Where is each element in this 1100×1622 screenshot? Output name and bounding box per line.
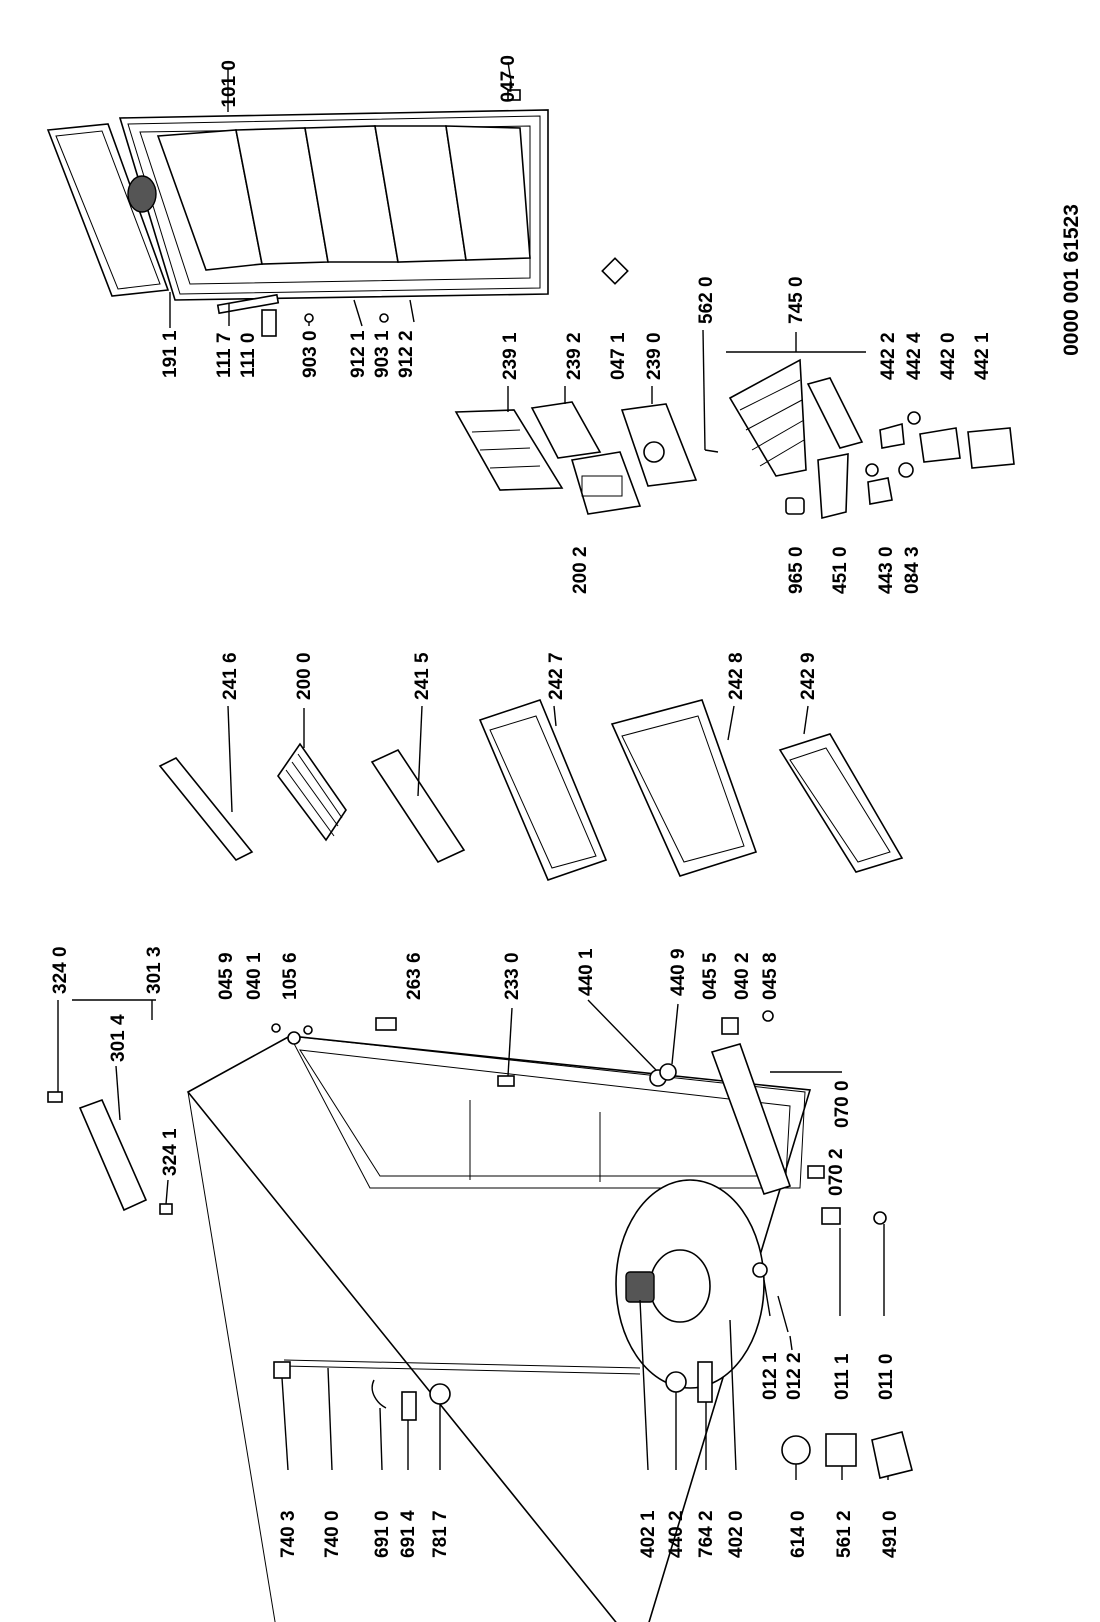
door-shelf-middle [370,748,466,864]
part-label: 011 0 [876,1354,897,1401]
part-label: 442 0 [938,332,959,380]
drawer-1 [478,699,608,881]
part-label: 442 2 [878,332,899,380]
part-label: 903 0 [300,330,321,378]
part-label: 402 1 [638,1510,659,1558]
part-label: 440 9 [668,948,689,996]
door-gasket [46,123,170,297]
part-label: 561 2 [834,1510,855,1558]
part-label: 239 0 [644,332,665,380]
part-label: 040 1 [244,952,265,1000]
part-label: 301 3 [144,946,165,994]
part-label: 440 2 [666,1510,687,1558]
fan-motor-bracket [601,257,698,487]
part-label: 781 7 [430,1510,451,1558]
part-label: 200 2 [570,546,591,594]
bottom-plinth [710,1043,842,1195]
top-cover-parts [47,999,173,1215]
part-label: 040 2 [732,952,753,1000]
part-label: 045 5 [700,952,721,1000]
part-label: 241 5 [412,652,433,700]
part-label: 691 4 [398,1510,419,1558]
part-label: 012 2 [784,1352,805,1400]
part-label: 239 1 [500,332,521,380]
part-label: 012 1 [760,1352,781,1400]
part-label: 070 0 [832,1080,853,1128]
part-label: 101 0 [219,60,240,108]
accessory-parts [273,1207,913,1479]
part-label: 562 0 [696,276,717,324]
part-label: 691 0 [372,1510,393,1558]
part-label: 764 2 [696,1510,717,1558]
part-label: 301 4 [108,1014,129,1062]
drawer-2 [610,699,758,877]
part-label: 047 0 [498,55,519,103]
part-label: 084 3 [902,546,923,594]
part-label: 242 7 [546,652,567,700]
part-label: 324 1 [160,1128,181,1176]
part-label: 912 1 [348,330,369,378]
part-label: 740 3 [278,1510,299,1558]
bottom-rail [283,1359,641,1375]
part-label: 242 9 [798,652,819,700]
wire-shelf [277,742,347,842]
part-label: 111 7 [214,333,235,378]
part-label: 239 2 [564,332,585,380]
sensor-wire [702,329,719,453]
part-label: 070 2 [826,1148,847,1196]
evaporator [726,351,866,477]
part-label: 442 4 [904,332,925,380]
compressor-detail [615,1179,789,1389]
part-label: 242 8 [726,652,747,700]
part-label: 740 0 [322,1510,343,1558]
drawer-3 [778,733,904,873]
part-label: 324 0 [50,946,71,994]
part-label: 614 0 [788,1510,809,1558]
door-assembly [118,109,549,301]
part-labels: 101 0 047 0 191 1 111 7 111 0 903 0 912 … [50,55,993,1558]
part-label: 745 0 [786,276,807,324]
part-label: 011 1 [832,1353,853,1400]
part-label: 047 1 [608,332,629,380]
part-label: 233 0 [502,952,523,1000]
hinge-small-parts [271,1010,774,1087]
part-label: 440 1 [576,948,597,996]
part-label: 045 8 [760,952,781,1000]
part-label: 443 0 [876,546,897,594]
door-hinge-parts [216,89,521,337]
part-label: 402 0 [726,1510,747,1558]
control-board [530,401,602,459]
part-label: 241 6 [220,652,241,700]
part-label: 491 0 [880,1510,901,1558]
part-label: 191 1 [160,330,181,378]
fan-cover [570,451,642,515]
part-label: 912 2 [396,330,417,378]
evaporator-small-parts [785,411,1015,520]
part-label: 442 1 [972,332,993,380]
part-label: 263 6 [404,952,425,1000]
part-label: 903 1 [372,330,393,378]
door-shelf-top [158,756,254,862]
rear-cover-panel [454,409,564,491]
leader-lines [57,61,889,1480]
part-label: 451 0 [830,546,851,594]
part-label: 045 9 [216,952,237,1000]
part-label: 965 0 [786,546,807,594]
part-label: 105 6 [280,952,301,1000]
part-label: 111 0 [238,333,259,378]
document-number: 0000 001 61523 [1060,204,1083,356]
part-label: 200 0 [294,652,315,700]
